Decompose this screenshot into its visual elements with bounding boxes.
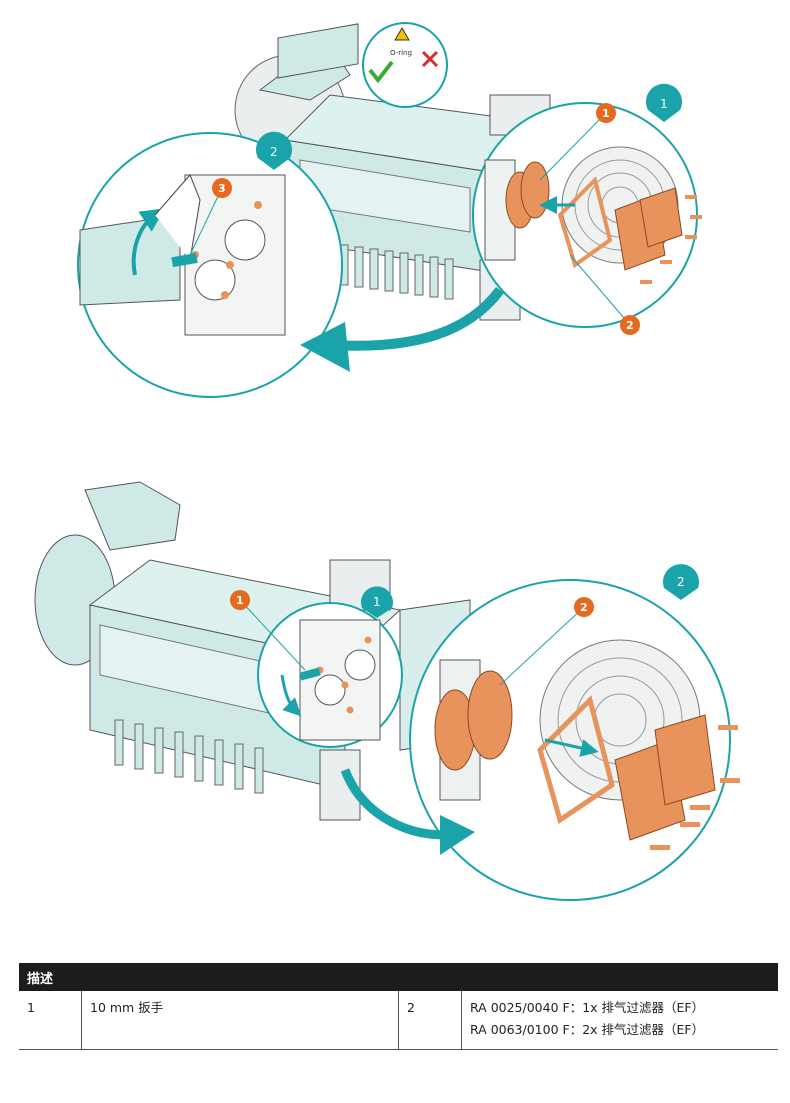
- legend-num-1: 1: [19, 991, 82, 1050]
- transfer-arrowhead: [300, 322, 350, 372]
- detail-circle-large: [409, 579, 740, 901]
- svg-text:1: 1: [602, 107, 610, 120]
- callout-2-1: 1: [230, 590, 306, 671]
- svg-text:2: 2: [580, 601, 588, 614]
- table-row: 1 10 mm 扳手 2 RA 0025/0040 F：1x 排气过滤器（EF）…: [19, 991, 778, 1050]
- bubble-2-1: 1: [360, 586, 393, 618]
- transfer-arrowhead-2: [440, 815, 475, 855]
- callout-2-2: 2: [499, 597, 594, 686]
- legend-num-2: 2: [398, 991, 462, 1050]
- check-icon: [368, 60, 394, 84]
- legend-desc-2-line-1: RA 0025/0040 F：1x 排气过滤器（EF）: [470, 1000, 705, 1015]
- svg-text:2: 2: [270, 145, 278, 159]
- oring-warning-inset: O-ring: [362, 22, 448, 108]
- bubble-2-2: 2: [663, 564, 699, 600]
- transfer-arrow: [329, 286, 504, 351]
- transfer-arrow-2: [340, 768, 446, 840]
- oring-label: O-ring: [390, 49, 412, 57]
- callout-1: 1: [539, 103, 616, 181]
- exploded-view-figure-1: O-ring 1 2 1 2 3: [77, 22, 702, 398]
- exploded-view-figure-2: 1 2 1 2: [34, 481, 740, 901]
- callout-3: 3: [189, 178, 232, 256]
- svg-text:3: 3: [218, 182, 226, 195]
- svg-text:1: 1: [660, 97, 668, 111]
- legend-desc-2: RA 0025/0040 F：1x 排气过滤器（EF） RA 0063/0100…: [461, 991, 778, 1050]
- callout-2: 2: [569, 254, 640, 335]
- legend-header: 描述: [19, 963, 778, 991]
- legend-desc-2-line-2: RA 0063/0100 F：2x 排气过滤器（EF）: [470, 1022, 705, 1037]
- svg-text:2: 2: [626, 319, 634, 332]
- legend-table: 描述 1 10 mm 扳手 2 RA 0025/0040 F：1x 排气过滤器（…: [19, 963, 778, 1050]
- cross-icon: [421, 50, 439, 68]
- legend-header-row: 描述: [19, 963, 778, 991]
- svg-text:1: 1: [373, 595, 381, 609]
- bubble-1: 1: [646, 83, 682, 122]
- svg-text:1: 1: [236, 594, 244, 607]
- detail-circle-right: [472, 102, 702, 328]
- legend-desc-1: 10 mm 扳手: [81, 991, 399, 1050]
- svg-text:2: 2: [677, 575, 685, 589]
- detail-circle-left: [77, 132, 343, 398]
- bubble-2: 2: [256, 131, 292, 170]
- detail-circle-small: [257, 602, 403, 748]
- pump-body-2: [34, 481, 471, 821]
